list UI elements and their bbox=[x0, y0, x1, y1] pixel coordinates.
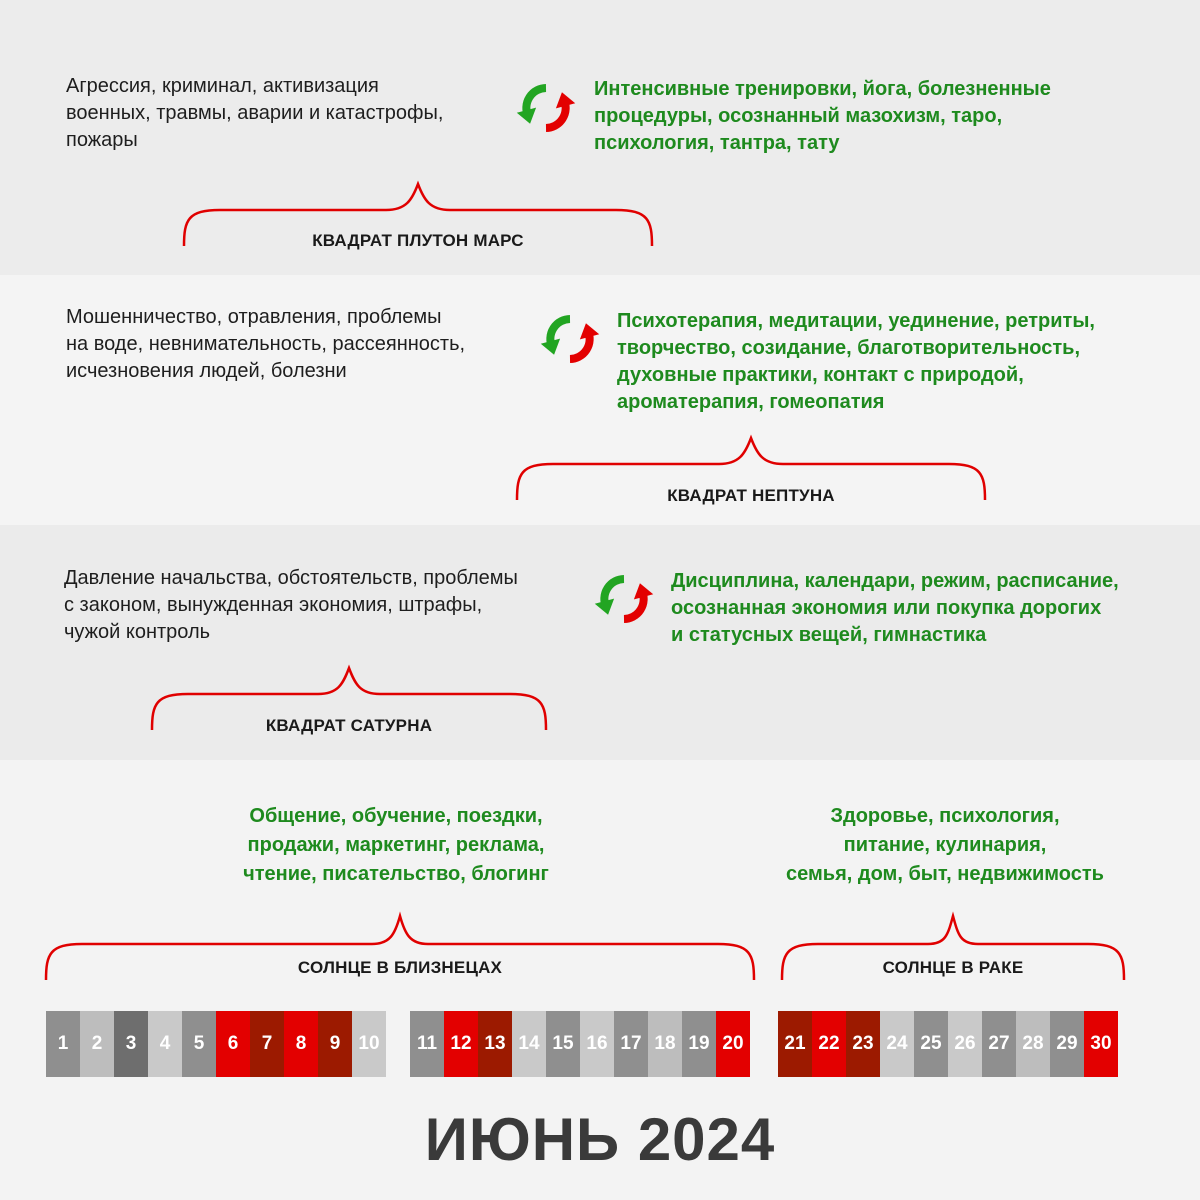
negative-effects-text: Давление начальства, обстоятельств, проб… bbox=[64, 565, 594, 646]
day-cell: 28 bbox=[1016, 1011, 1050, 1077]
sun-label: СОЛНЦЕ В БЛИЗНЕЦАХ bbox=[297, 958, 503, 977]
refresh-cycle-icon bbox=[516, 84, 576, 132]
curly-brace-icon bbox=[44, 911, 756, 981]
text-line: питание, кулинария, bbox=[843, 834, 1047, 856]
day-cell: 12 bbox=[444, 1011, 478, 1077]
day-cell: 25 bbox=[914, 1011, 948, 1077]
day-cell: 18 bbox=[648, 1011, 682, 1077]
refresh-cycle-icon bbox=[594, 575, 654, 623]
section-band-pluto-mars bbox=[0, 0, 1200, 275]
text-line: осознанная экономия или покупка дорогих bbox=[671, 597, 1102, 619]
section-label: КВАДРАТ САТУРНА bbox=[265, 716, 433, 735]
day-cell: 2 bbox=[80, 1011, 114, 1077]
text-line: Психотерапия, медитации, уединение, ретр… bbox=[617, 310, 1095, 332]
section-band-sun bbox=[0, 760, 1200, 1200]
text-line: пожары bbox=[66, 129, 138, 151]
text-line: духовные практики, контакт с природой, bbox=[617, 364, 1024, 386]
section-label: КВАДРАТ ПЛУТОН МАРС bbox=[312, 231, 524, 250]
section-band-neptune bbox=[0, 275, 1200, 525]
refresh-cycle-icon bbox=[540, 315, 600, 363]
text-line: процедуры, осознанный мазохизм, таро, bbox=[594, 105, 1003, 127]
positive-effects-text: Интенсивные тренировки, йога, болезненны… bbox=[594, 76, 1154, 157]
day-cell: 26 bbox=[948, 1011, 982, 1077]
text-line: Общение, обучение, поездки, bbox=[249, 805, 543, 827]
day-cell: 3 bbox=[114, 1011, 148, 1077]
sun-cancer-topics: Здоровье, психология, питание, кулинария… bbox=[740, 802, 1150, 889]
negative-effects-text: Мошенничество, отравления, проблемы на в… bbox=[66, 304, 536, 385]
text-line: продажи, маркетинг, реклама, bbox=[247, 834, 545, 856]
text-line: Давление начальства, обстоятельств, проб… bbox=[64, 567, 518, 589]
positive-effects-text: Дисциплина, календари, режим, расписание… bbox=[671, 568, 1196, 649]
day-cell: 5 bbox=[182, 1011, 216, 1077]
day-cell: 8 bbox=[284, 1011, 318, 1077]
text-line: военных, травмы, аварии и катастрофы, bbox=[66, 102, 444, 124]
text-line: и статусных вещей, гимнастика bbox=[671, 624, 987, 646]
day-cell: 4 bbox=[148, 1011, 182, 1077]
text-line: Агрессия, криминал, активизация bbox=[66, 75, 379, 97]
day-cell: 17 bbox=[614, 1011, 648, 1077]
text-line: Дисциплина, календари, режим, расписание… bbox=[671, 570, 1119, 592]
text-line: на воде, невнимательность, рассеянность, bbox=[66, 333, 466, 355]
text-line: Интенсивные тренировки, йога, болезненны… bbox=[594, 78, 1051, 100]
sun-label: СОЛНЦЕ В РАКЕ bbox=[882, 958, 1024, 977]
text-line: творчество, созидание, благотворительнос… bbox=[617, 337, 1080, 359]
curly-brace-icon bbox=[515, 434, 987, 501]
day-cell: 9 bbox=[318, 1011, 352, 1077]
section-label: КВАДРАТ НЕПТУНА bbox=[667, 486, 835, 505]
day-cell: 20 bbox=[716, 1011, 750, 1077]
month-title: ИЮНЬ 2024 bbox=[424, 1106, 776, 1173]
text-line: исчезновения людей, болезни bbox=[66, 360, 347, 382]
day-cell: 15 bbox=[546, 1011, 580, 1077]
day-cell: 30 bbox=[1084, 1011, 1118, 1077]
day-cell: 1 bbox=[46, 1011, 80, 1077]
day-cell: 6 bbox=[216, 1011, 250, 1077]
text-line: психология, тантра, тату bbox=[594, 132, 840, 154]
day-cell: 19 bbox=[682, 1011, 716, 1077]
text-line: с законом, вынужденная экономия, штрафы, bbox=[64, 594, 483, 616]
text-line: Мошенничество, отравления, проблемы bbox=[66, 306, 442, 328]
section-band-saturn bbox=[0, 525, 1200, 760]
curly-brace-icon bbox=[150, 664, 548, 731]
text-line: Здоровье, психология, bbox=[830, 805, 1060, 827]
day-cell: 10 bbox=[352, 1011, 386, 1077]
text-line: чтение, писательство, блогинг bbox=[243, 863, 549, 885]
day-cell: 14 bbox=[512, 1011, 546, 1077]
day-cell: 24 bbox=[880, 1011, 914, 1077]
sun-gemini-topics: Общение, обучение, поездки, продажи, мар… bbox=[186, 802, 606, 889]
day-cell: 22 bbox=[812, 1011, 846, 1077]
day-cell: 16 bbox=[580, 1011, 614, 1077]
day-cell: 7 bbox=[250, 1011, 284, 1077]
negative-effects-text: Агрессия, криминал, активизация военных,… bbox=[66, 73, 516, 154]
day-cell: 11 bbox=[410, 1011, 444, 1077]
day-cell: 29 bbox=[1050, 1011, 1084, 1077]
day-cell: 21 bbox=[778, 1011, 812, 1077]
text-line: семья, дом, быт, недвижимость bbox=[786, 863, 1104, 885]
day-cell: 13 bbox=[478, 1011, 512, 1077]
day-cell: 23 bbox=[846, 1011, 880, 1077]
curly-brace-icon bbox=[182, 180, 654, 247]
text-line: ароматерапия, гомеопатия bbox=[617, 391, 885, 413]
curly-brace-icon bbox=[780, 911, 1126, 981]
day-cell: 27 bbox=[982, 1011, 1016, 1077]
text-line: чужой контроль bbox=[64, 621, 211, 643]
positive-effects-text: Психотерапия, медитации, уединение, ретр… bbox=[617, 308, 1187, 416]
